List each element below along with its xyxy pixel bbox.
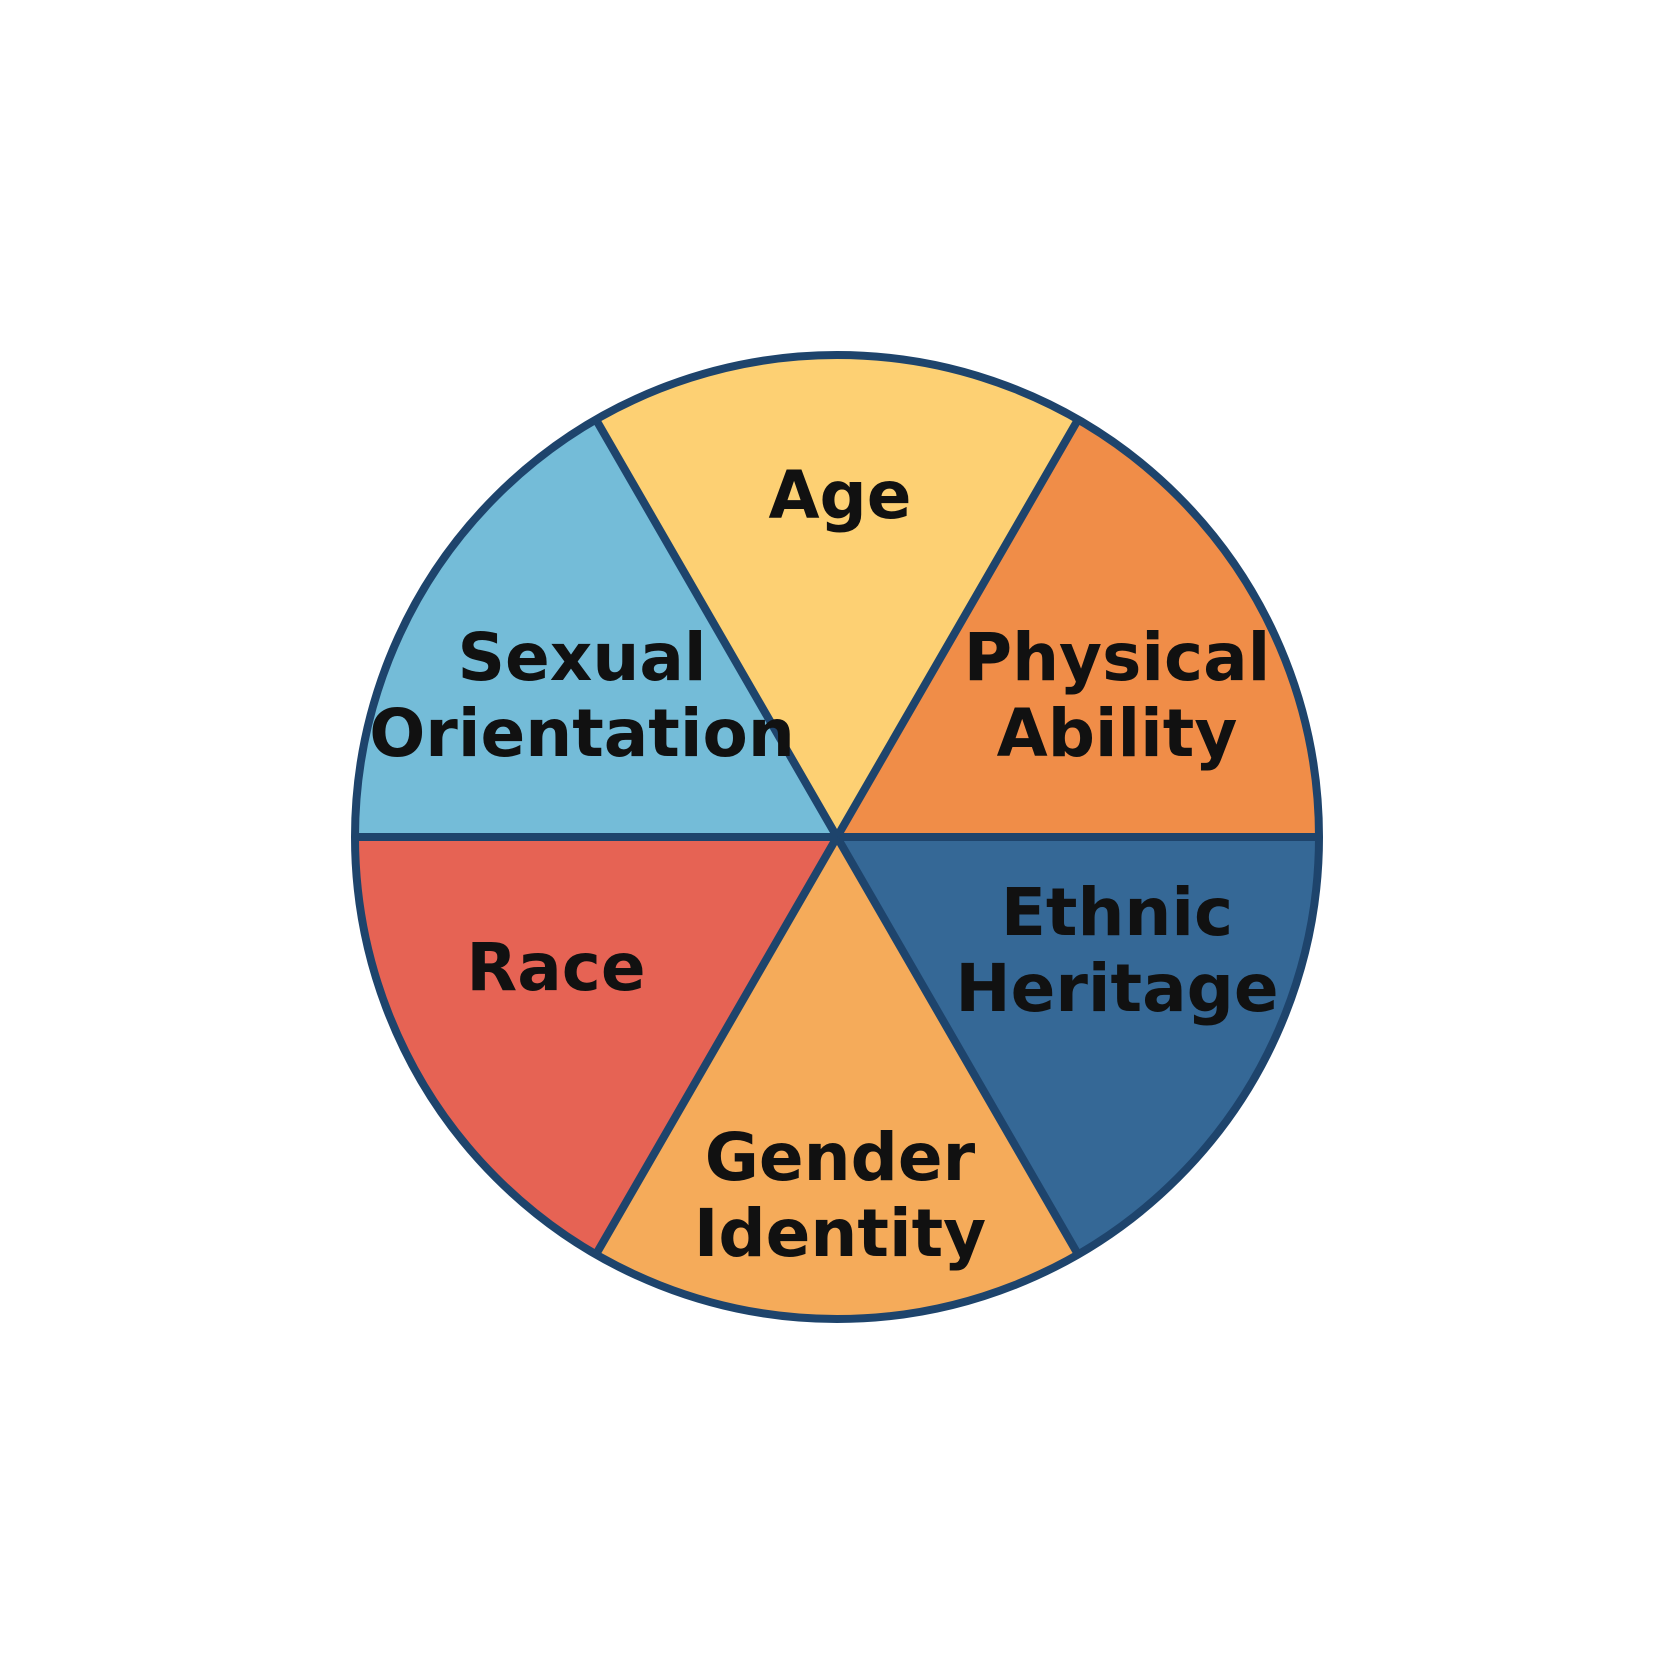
wheel-segments: [355, 355, 1319, 1319]
divider-line: [833, 417, 1082, 840]
wheel-dividers: [355, 417, 1319, 1257]
label-line: Sexual: [457, 619, 706, 696]
segment-gender-identity: [596, 837, 1078, 1319]
label-line: Gender: [705, 1119, 976, 1196]
divider-line: [592, 417, 841, 840]
label-age: Age: [768, 457, 911, 534]
label-line: Ability: [997, 695, 1238, 772]
segment-age: [596, 355, 1078, 837]
wheel-outline: [351, 351, 1323, 1323]
divider-line: [592, 834, 841, 1257]
label-line: Orientation: [369, 695, 795, 772]
label-line: Physical: [964, 619, 1271, 696]
divider-line: [833, 834, 1082, 1257]
label-line: Ethnic: [1001, 874, 1233, 951]
label-line: Age: [768, 457, 911, 534]
label-line: Identity: [694, 1195, 986, 1272]
label-line: Heritage: [955, 950, 1278, 1027]
label-line: Race: [466, 929, 645, 1006]
label-race: Race: [466, 929, 645, 1006]
